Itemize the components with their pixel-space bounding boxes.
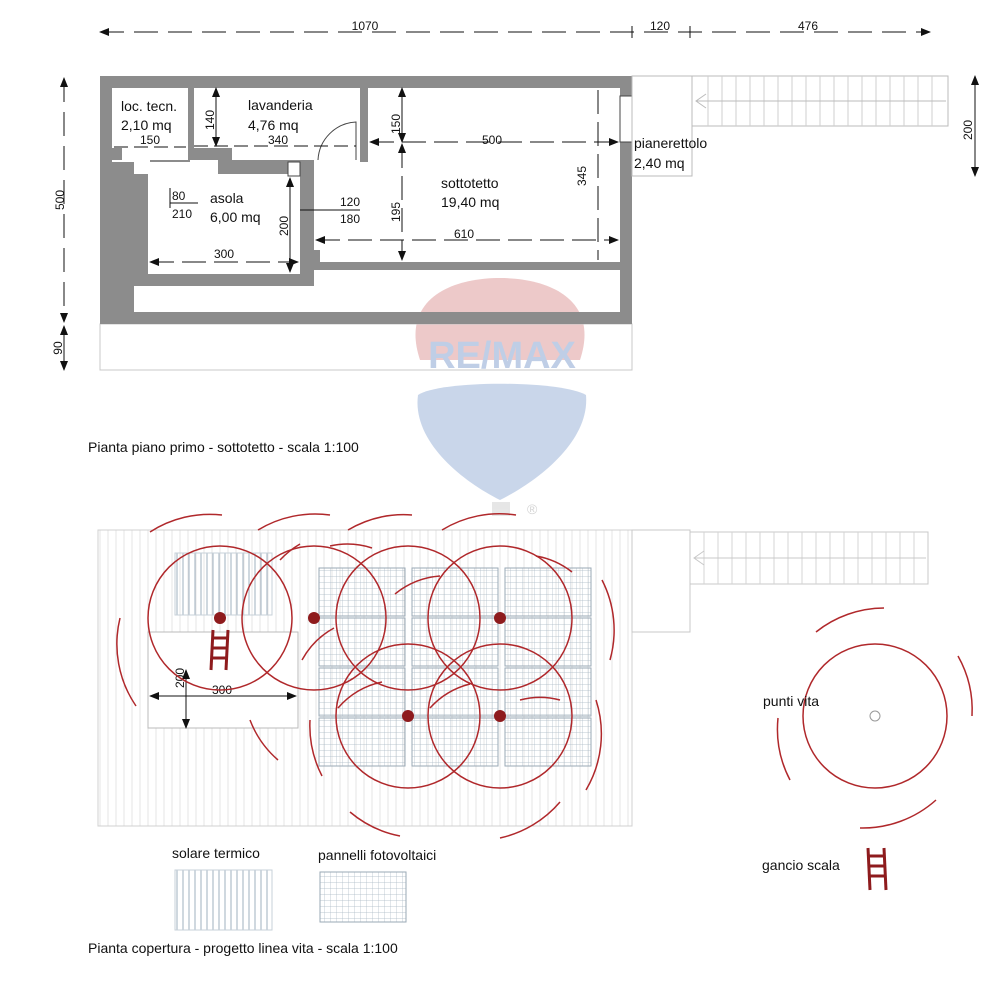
lavanderia-door-swing: [317, 121, 357, 161]
floor-plan-caption: Pianta piano primo - sottotetto - scala …: [88, 439, 359, 455]
legend-solar-swatch: [174, 869, 273, 931]
solar-thermal-panel: [174, 552, 273, 616]
dim-door-w: 80: [172, 189, 186, 203]
ladder-hook-icon: [209, 629, 230, 671]
remax-logo-text: RE/MAX: [428, 335, 576, 377]
lifeline-center-icon: [869, 710, 881, 722]
dim-left-bottom: 90: [51, 341, 65, 355]
legend-lifeline-label: punti vita: [763, 693, 819, 709]
dim-top-right: 476: [798, 19, 818, 33]
dim-window-w: 120: [340, 195, 360, 209]
pv-panels: [318, 567, 592, 767]
room-area-asola: 6,00 mq: [210, 209, 261, 225]
dim-sott-width: 500: [482, 133, 502, 147]
dim-top-total: 1070: [352, 19, 379, 33]
interior-dimensions: 150 140 340 150 500 345 195 610 300 200 …: [140, 110, 589, 261]
dim-right-height: 200: [961, 120, 975, 140]
dim-loc-width: 150: [140, 133, 160, 147]
dim-window-h: 180: [340, 212, 360, 226]
anchor-point: [494, 710, 506, 722]
legend-pv-label: pannelli fotovoltaici: [318, 847, 436, 863]
legend-lifeline: punti vita: [763, 607, 973, 829]
room-name-loc-tecn: loc. tecn.: [121, 98, 177, 114]
dim-door-h: 210: [172, 207, 192, 221]
roof-plan: 200 300: [88, 513, 973, 956]
dim-top-mid: 120: [650, 19, 670, 33]
dim-sott-width-bottom: 610: [454, 227, 474, 241]
room-name-asola: asola: [210, 190, 244, 206]
dim-left-height: 500: [53, 190, 67, 210]
dim-asola-height: 200: [277, 216, 291, 236]
anchor-point: [214, 612, 226, 624]
room-area-sottotetto: 19,40 mq: [441, 194, 499, 210]
dim-sott-height-left: 195: [389, 202, 403, 222]
staircase-top: [631, 75, 949, 177]
roof-opening: [147, 631, 299, 729]
room-name-pianerettolo: pianerettolo: [634, 135, 707, 151]
legend-solar-label: solare termico: [172, 845, 260, 861]
room-area-loc-tecn: 2,10 mq: [121, 117, 172, 133]
room-name-sottotetto: sottotetto: [441, 175, 499, 191]
lifeline-ranges: [116, 513, 615, 839]
room-name-lavanderia: lavanderia: [248, 97, 313, 113]
room-area-lavanderia: 4,76 mq: [248, 117, 299, 133]
ladder-icon: [866, 847, 888, 891]
legend-pv-swatch: [319, 871, 407, 923]
room-area-pianerettolo: 2,40 mq: [634, 155, 685, 171]
roof-plan-caption: Pianta copertura - progetto linea vita -…: [88, 940, 398, 956]
anchor-point: [494, 612, 506, 624]
room-labels: loc. tecn. 2,10 mq lavanderia 4,76 mq as…: [121, 97, 707, 225]
lifeline-anchor-points: [214, 612, 506, 722]
dim-lav-width: 340: [268, 133, 288, 147]
anchor-point: [402, 710, 414, 722]
anchor-point: [308, 612, 320, 624]
dim-asola-width: 300: [214, 247, 234, 261]
walls: [100, 76, 632, 324]
registered-mark: ®: [527, 501, 538, 517]
dim-lav-height: 140: [203, 110, 217, 130]
dim-sott-height-right: 345: [575, 166, 589, 186]
dim-sott-height-small: 150: [389, 114, 403, 134]
legend-ladder-label: gancio scala: [762, 857, 840, 873]
first-floor-plan: 1070 120 476 500 90 200: [51, 19, 979, 455]
legend-ladder: gancio scala: [762, 847, 888, 891]
